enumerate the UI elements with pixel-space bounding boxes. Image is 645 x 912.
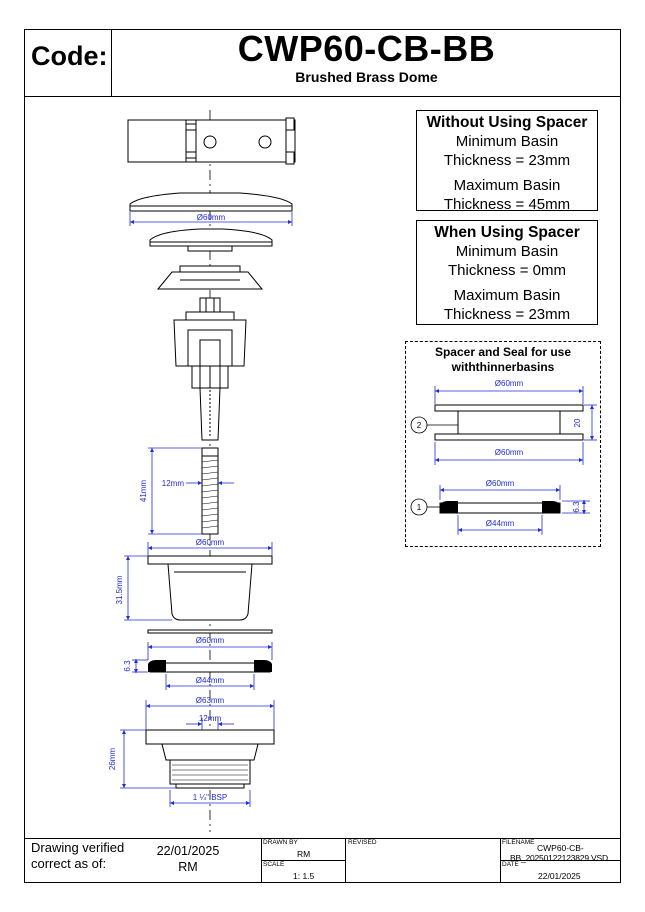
- dome-lid-part: [149, 228, 273, 252]
- dim-nut-outer: Ø63mm: [196, 696, 225, 705]
- info-line: Thickness = 0mm: [448, 262, 566, 279]
- info-heading: Without Using Spacer: [426, 114, 588, 131]
- info-line: Thickness = 23mm: [443, 152, 571, 169]
- scale-label: SCALE: [263, 861, 285, 868]
- dim-spacer-bottom: Ø60mm: [495, 448, 524, 457]
- drawing-frame: [24, 29, 621, 883]
- rubber-seal-part: [149, 662, 271, 673]
- verified-line: Drawing verified: [31, 840, 125, 855]
- info-heading: When Using Spacer: [434, 224, 580, 241]
- info-line: Maximum Basin: [453, 177, 561, 194]
- drawn-by-label: DRAWN BY: [263, 839, 298, 846]
- callout-number-2: 2: [417, 421, 422, 430]
- info-line: Minimum Basin: [455, 133, 559, 150]
- dim-thread-width: 12mm: [162, 479, 185, 488]
- dim-nut-height: 26mm: [108, 748, 117, 771]
- dim-seal-panel-bottom: Ø44mm: [486, 519, 515, 528]
- verified-label: Drawing verified correct as of:: [31, 840, 124, 872]
- dim-body-diameter: Ø60mm: [196, 538, 225, 547]
- thread-texture: [172, 459, 248, 781]
- info-line: Thickness = 23mm: [443, 306, 571, 323]
- footer-divider: [345, 838, 346, 883]
- seal-lips: [148, 501, 560, 672]
- dim-thread-length: 41mm: [139, 480, 148, 503]
- spacer-title-line: withthinnerbasins: [451, 360, 555, 374]
- code-cell: [24, 29, 112, 97]
- filename-label: FILENAME: [502, 839, 535, 846]
- waste-body-part: [147, 555, 273, 621]
- header-divider: [24, 96, 621, 97]
- pop-up-mechanism-part: [173, 297, 247, 441]
- info-line: Thickness = 45mm: [443, 196, 571, 213]
- dim-nut-inner: 12mm: [199, 714, 222, 723]
- dim-body-height: 31.5mm: [115, 575, 124, 604]
- scale-value: 1: 1.5: [293, 871, 315, 881]
- dim-nut-thread: 1 ¼" BSP: [193, 793, 227, 802]
- info-box-with-spacer: When Using Spacer Minimum Basin Thicknes…: [416, 220, 598, 325]
- date-value: 22/01/2025: [538, 871, 581, 881]
- verified-info: 22/01/2025 RM: [150, 843, 226, 875]
- dome-cap-part: [129, 192, 293, 212]
- dim-spacer-top: Ø60mm: [495, 379, 524, 388]
- revised-label: REVISED: [348, 839, 377, 846]
- footer-divider: [500, 860, 621, 861]
- footer-top-line: [24, 838, 621, 839]
- dim-seal-outer: Ø60mm: [196, 636, 225, 645]
- product-name: Brushed Brass Dome: [295, 69, 438, 85]
- info-line: Minimum Basin: [455, 243, 559, 260]
- info-box-without-spacer: Without Using Spacer Minimum Basin Thick…: [416, 110, 598, 213]
- dim-seal-panel-height: 6.3: [572, 501, 581, 513]
- info-line: Maximum Basin: [453, 287, 561, 304]
- date-label: DATE: [502, 861, 519, 868]
- spacer-title-line: Spacer and Seal for use: [434, 345, 572, 359]
- back-nut-part: [145, 729, 275, 789]
- product-code: CWP60-CB-BB: [237, 28, 496, 69]
- spacer-panel-title: Spacer and Seal for use withthinnerbasin…: [405, 345, 601, 375]
- filename-line2: BB_20250122123829.VSD: [510, 853, 608, 863]
- dim-seal-inner: Ø44mm: [196, 676, 225, 685]
- footer-divider: [261, 860, 345, 861]
- verified-by: RM: [178, 860, 198, 874]
- clip-bracket-part: [127, 117, 296, 165]
- dim-seal-panel-top: Ø60mm: [486, 479, 515, 488]
- dim-seal-height: 6.3: [123, 660, 132, 672]
- drawn-by-value: RM: [297, 849, 311, 859]
- dim-dome-diameter: Ø60mm: [197, 213, 226, 222]
- spacer-ring-part: [434, 404, 584, 441]
- filename-line1: CWP60-CB-: [537, 843, 584, 853]
- spacer-seal-panel: [405, 341, 601, 547]
- callout-number-1: 1: [417, 503, 422, 512]
- verified-date: 22/01/2025: [156, 844, 220, 858]
- thin-washer-part: [147, 629, 273, 634]
- dim-spacer-height: 20: [573, 418, 582, 427]
- verified-line: correct as of:: [31, 856, 107, 871]
- flange-washer-part: [156, 265, 264, 290]
- code-label: Code:: [31, 41, 108, 71]
